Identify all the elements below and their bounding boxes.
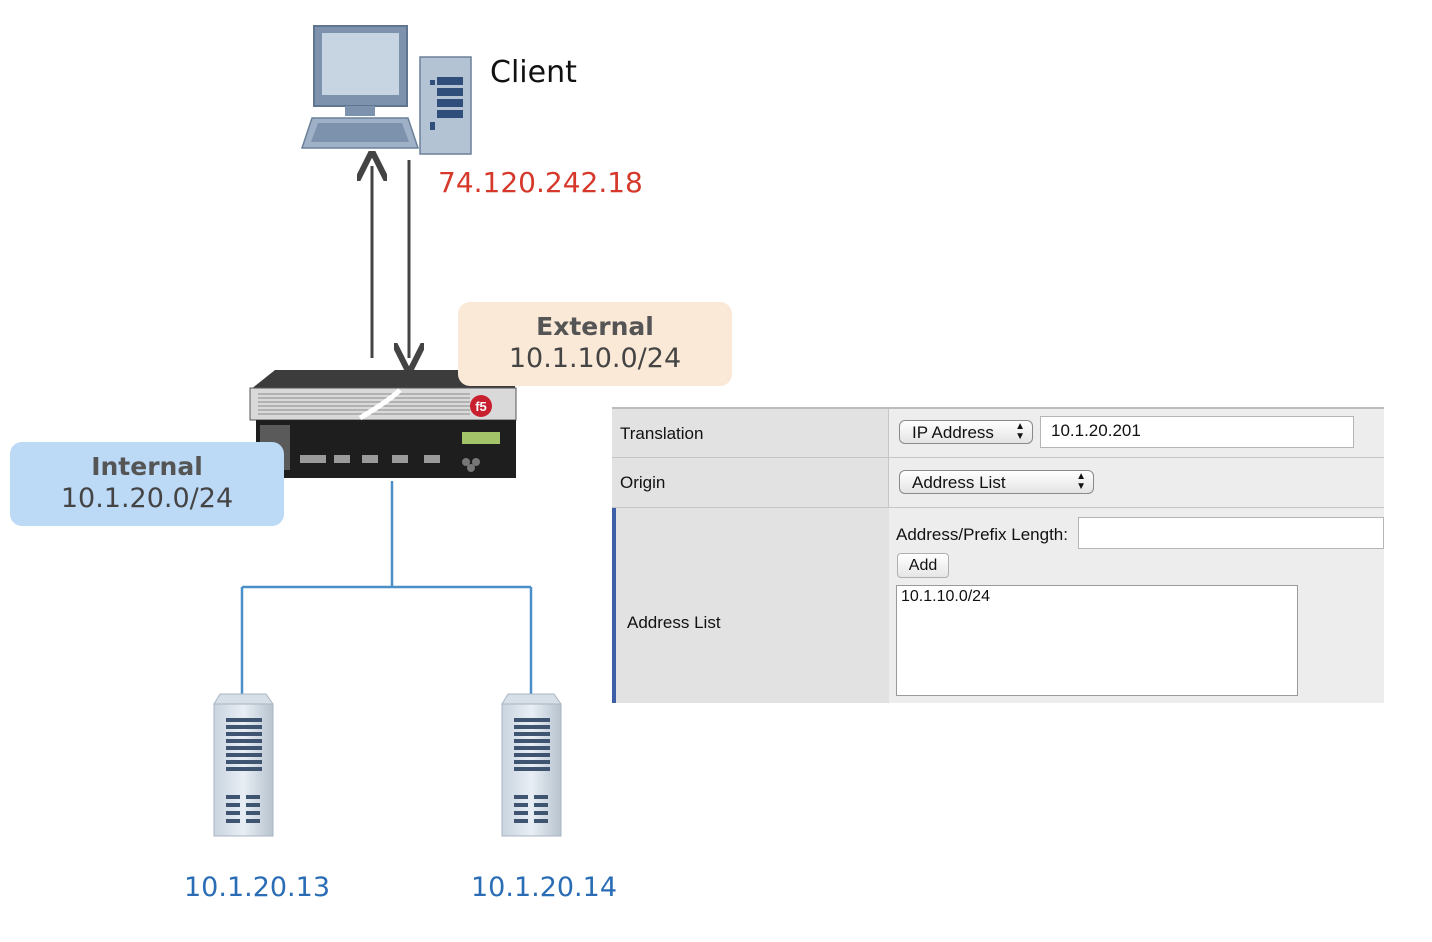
address-list-row: Address List Address/Prefix Length: Add … xyxy=(612,507,1384,703)
tower-pc-icon xyxy=(419,56,472,155)
f5-bigip-appliance-icon: f5 xyxy=(249,370,517,478)
translation-address-input[interactable]: 10.1.20.201 xyxy=(1040,416,1354,448)
prefix-length-label: Address/Prefix Length: xyxy=(896,525,1068,544)
internal-zone-box: Internal 10.1.20.0/24 xyxy=(10,442,284,526)
translation-type-value: IP Address xyxy=(912,423,994,442)
server-1-ip: 10.1.20.13 xyxy=(184,872,330,903)
origin-value: Address List xyxy=(912,473,1006,492)
origin-label: Origin xyxy=(620,473,666,492)
external-zone-subnet: 10.1.10.0/24 xyxy=(508,343,682,374)
source-translation-config-panel: Translation IP Address ▲▼ 10.1.20.201 Or… xyxy=(612,407,1384,703)
translation-row: Translation IP Address ▲▼ 10.1.20.201 xyxy=(612,407,1384,459)
select-arrows-icon: ▲▼ xyxy=(1015,421,1025,442)
server-icon xyxy=(213,693,274,837)
origin-row: Origin Address List ▲▼ xyxy=(612,457,1384,508)
client-label: Client xyxy=(490,55,577,90)
add-button[interactable]: Add xyxy=(897,553,949,578)
internal-zone-name: Internal xyxy=(91,452,203,481)
translation-label: Translation xyxy=(620,424,704,443)
origin-select[interactable]: Address List ▲▼ xyxy=(899,470,1094,494)
external-zone-name: External xyxy=(536,312,654,341)
address-list-label: Address List xyxy=(627,613,721,632)
external-zone-box: External 10.1.10.0/24 xyxy=(458,302,732,386)
translation-type-select[interactable]: IP Address ▲▼ xyxy=(899,420,1033,444)
address-list-textarea[interactable]: 10.1.10.0/24 xyxy=(896,585,1298,696)
internal-network-lines xyxy=(240,481,533,697)
client-ip: 74.120.242.18 xyxy=(438,166,643,199)
select-arrows-icon: ▲▼ xyxy=(1076,471,1086,492)
server-icon xyxy=(501,693,562,837)
server-2-ip: 10.1.20.14 xyxy=(471,872,617,903)
computer-monitor-icon xyxy=(300,25,420,149)
prefix-length-input[interactable] xyxy=(1078,517,1384,549)
internal-zone-subnet: 10.1.20.0/24 xyxy=(60,483,234,514)
svg-text:f5: f5 xyxy=(475,399,487,414)
